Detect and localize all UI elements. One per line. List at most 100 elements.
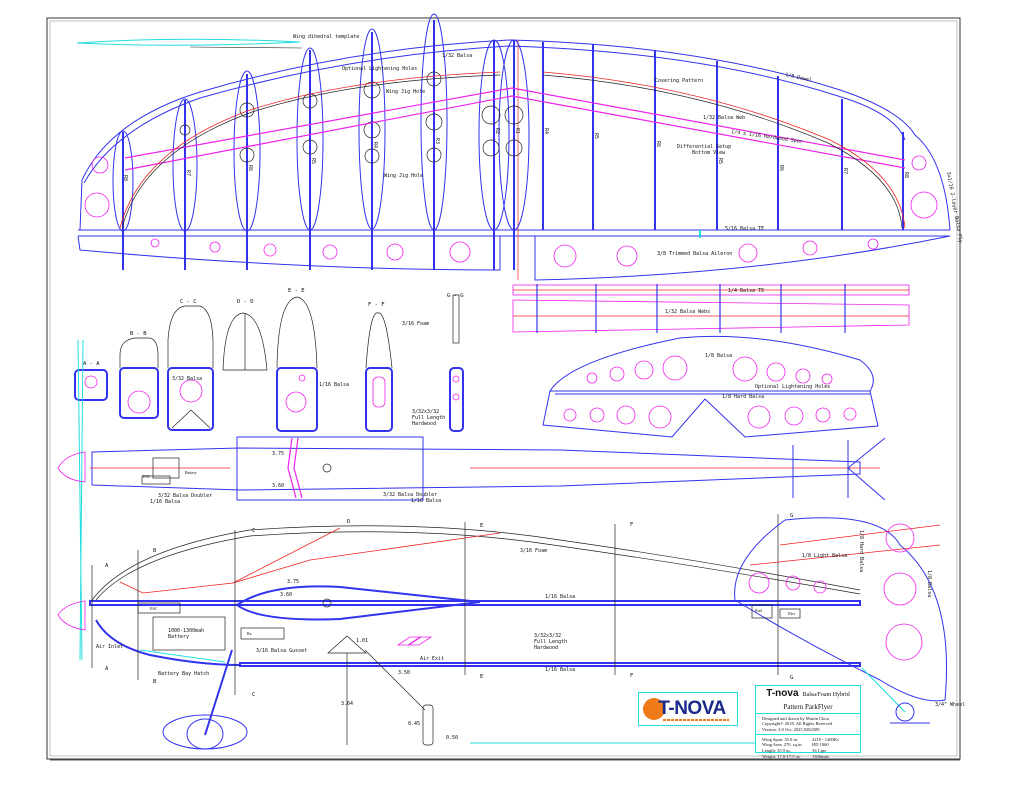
drawing-line xyxy=(738,243,758,263)
drawing-label: E xyxy=(480,674,483,680)
drawing-line xyxy=(141,475,171,485)
drawing-label: G xyxy=(790,675,793,681)
logo-text: T-NOVA xyxy=(658,698,726,719)
drawing-line xyxy=(77,235,501,271)
drawing-label: B xyxy=(153,679,157,685)
drawing-line xyxy=(813,580,827,594)
drawing-line xyxy=(76,38,301,46)
spec-value: HD 1060 xyxy=(812,742,829,748)
drawing-label: E xyxy=(480,523,483,529)
section-label-ee: E - E xyxy=(288,288,305,294)
drawing-line xyxy=(204,649,233,736)
drawing-line xyxy=(751,604,773,619)
drawing-label: 1/16 Balsa xyxy=(150,499,180,505)
drawing-label: 1/8 Hard Balsa xyxy=(858,530,864,572)
drawing-line xyxy=(386,243,404,261)
label-wing-jig-hole: Wing Jig Hole xyxy=(384,173,423,179)
drawing-label: Air Exit xyxy=(420,656,444,662)
propeller xyxy=(77,339,84,661)
drawing-label: 3.60 xyxy=(272,483,284,489)
fuselage-side-view: ESC 1000-1300mah Battery Rx Rud Elev 3/1… xyxy=(57,513,965,750)
drawing-line xyxy=(240,627,285,640)
drawing-line xyxy=(586,372,598,384)
drawing-label: 3.64 xyxy=(341,701,353,707)
wing-lightening-holes xyxy=(84,155,938,268)
drawing-label: 1000-1300mah xyxy=(168,628,204,634)
drawing-label: R5 xyxy=(717,158,723,164)
drawing-label: 3.50 xyxy=(398,670,410,676)
drawing-line xyxy=(363,81,381,99)
drawing-line xyxy=(322,244,338,260)
drawing-label: Battery xyxy=(168,634,189,640)
drawing-line xyxy=(83,45,906,184)
drawing-line xyxy=(363,121,381,139)
page-frame-inner xyxy=(49,20,958,757)
drawing-label: Full Length xyxy=(412,415,445,421)
spec-value: 3S Lipo xyxy=(812,748,827,754)
drawing-label: R8 xyxy=(122,175,128,181)
drawing-line xyxy=(779,608,801,619)
label-stab-balsa: 1/8 Balsa xyxy=(705,353,732,359)
drawing-line xyxy=(372,376,386,408)
drawing-line xyxy=(867,238,879,250)
drawing-label: R7 xyxy=(842,168,848,174)
drawing-line xyxy=(302,139,318,155)
drawing-label: Rud xyxy=(755,608,762,613)
drawing-line xyxy=(802,240,818,256)
drawing-line xyxy=(747,405,771,429)
drawing-label: Battery Bay Hatch xyxy=(158,671,209,677)
drawing-label: Full Length xyxy=(534,639,567,645)
drawing-label: Wing dihedral template xyxy=(293,34,359,40)
drawing-line xyxy=(263,243,277,257)
drawing-label: Air Inlet xyxy=(96,644,123,650)
drawing-label: R3 xyxy=(434,138,440,144)
drawing-line xyxy=(542,74,903,229)
drawing-line xyxy=(276,367,318,432)
drawing-line xyxy=(449,241,471,263)
drawing-line xyxy=(91,156,109,174)
drawing-line xyxy=(452,294,460,344)
drawing-line xyxy=(322,463,332,473)
drawing-line xyxy=(910,191,938,219)
drawing-line xyxy=(536,284,846,333)
section-label-bb: B - B xyxy=(130,331,147,337)
drawing-line xyxy=(843,407,857,421)
fuselage-top-view: ESC Battery 3.75 3.60 3/32 Balsa Doubler… xyxy=(57,436,886,505)
drawing-line xyxy=(95,531,861,601)
drawing-line xyxy=(732,356,758,382)
spec-key: Wing Span: 35.0 in. xyxy=(762,736,798,742)
label-te: 5/16 Balsa TE xyxy=(725,226,764,232)
drawing-line xyxy=(57,600,86,631)
drawing-line xyxy=(364,148,380,164)
spec-key: Weight: 17.0-17.5 oz. xyxy=(762,753,802,759)
drawing-label: C xyxy=(252,692,255,698)
drawing-label: A xyxy=(105,563,109,569)
drawing-label: Elev xyxy=(788,611,795,616)
label-te-strip: 1/4 Balsa TE xyxy=(728,288,764,294)
drawing-line xyxy=(766,362,786,382)
section-label-ff: F - F xyxy=(368,302,385,308)
label-bottom-view: Bottom View xyxy=(692,150,726,156)
drawing-line xyxy=(505,139,523,157)
drawing-line xyxy=(563,408,577,422)
wing-plan: Optional Lightening Holes Wing Jig Hole … xyxy=(77,13,963,281)
drawing-line xyxy=(119,367,159,419)
drawing-line xyxy=(91,525,861,601)
drawing-line xyxy=(84,192,110,218)
drawing-label: R5 xyxy=(593,133,599,139)
drawing-line xyxy=(84,375,98,389)
brand-name: T-nova xyxy=(766,688,799,699)
drawing-line xyxy=(167,367,214,431)
drawing-line xyxy=(152,457,180,479)
drawing-line xyxy=(452,375,460,383)
drawing-line xyxy=(239,662,861,667)
drawing-line xyxy=(171,409,211,429)
drawing-label: 1/16 Balsa xyxy=(545,594,575,600)
copyright: Copyright© 2018. All Rights Reserved xyxy=(762,721,833,727)
drawing-line xyxy=(885,523,915,553)
drawing-label: 3/16 Balsa Gusset xyxy=(256,648,307,654)
drawing-label: 3.75 xyxy=(272,451,284,457)
drawing-line xyxy=(396,636,433,646)
drawing-line xyxy=(784,406,804,426)
